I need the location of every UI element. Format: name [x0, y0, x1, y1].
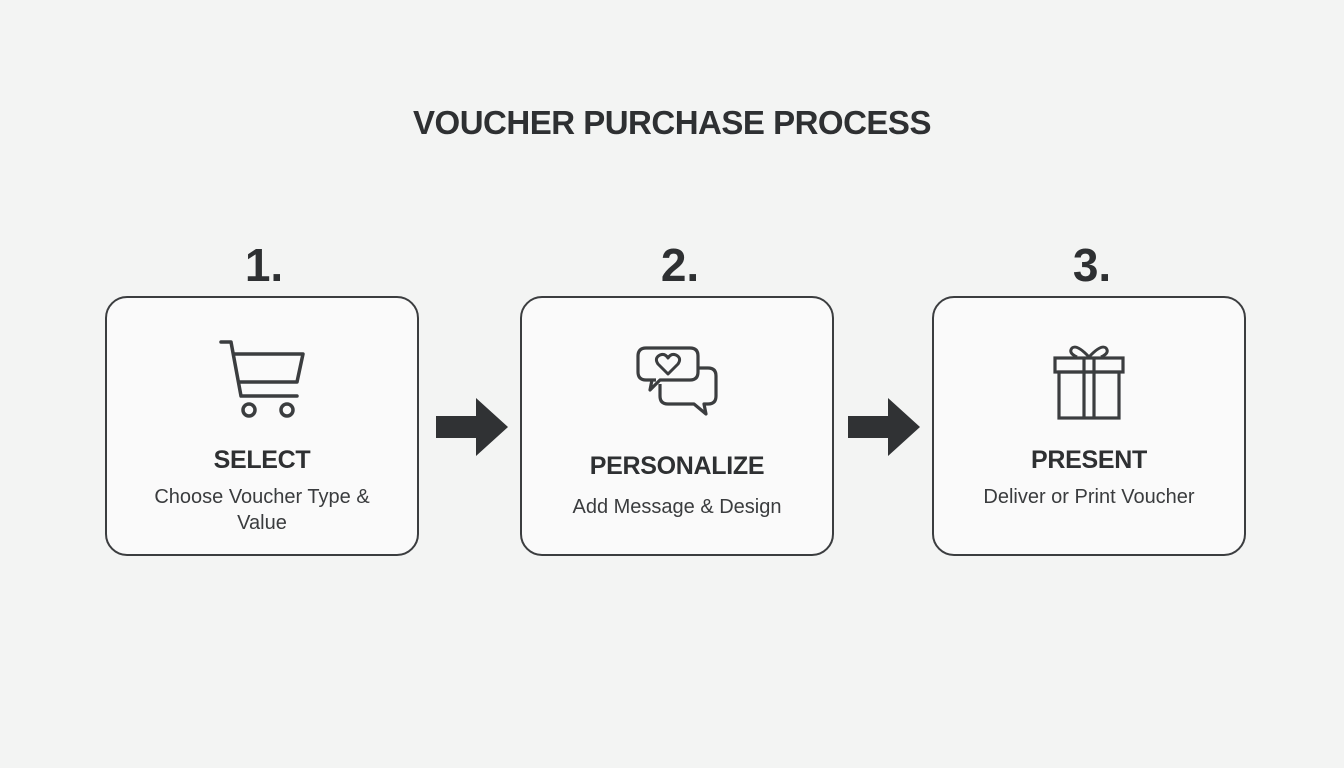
gift-icon	[934, 340, 1244, 422]
step-card-select: SELECT Choose Voucher Type & Value	[105, 296, 419, 556]
step-title-personalize: PERSONALIZE	[589, 452, 765, 480]
arrow-right-icon	[848, 398, 920, 461]
step-title-select: SELECT	[213, 446, 311, 474]
arrow-right-icon	[436, 398, 508, 461]
step-card-present: PRESENT Deliver or Print Voucher	[932, 296, 1246, 556]
step-card-personalize: PERSONALIZE Add Message & Design	[520, 296, 834, 556]
step-description-present: Deliver or Print Voucher	[983, 486, 1195, 508]
step-number-3: 3.	[1072, 239, 1112, 291]
chat-heart-icon	[522, 344, 832, 420]
step-description-select: Choose Voucher Type & Value	[154, 486, 370, 534]
diagram-title: VOUCHER PURCHASE PROCESS	[413, 104, 931, 141]
shopping-cart-icon	[107, 338, 417, 418]
step-number-2: 2.	[660, 239, 700, 291]
step-number-1: 1.	[244, 239, 284, 291]
step-description-personalize: Add Message & Design	[572, 496, 782, 518]
step-title-present: PRESENT	[1031, 446, 1147, 474]
